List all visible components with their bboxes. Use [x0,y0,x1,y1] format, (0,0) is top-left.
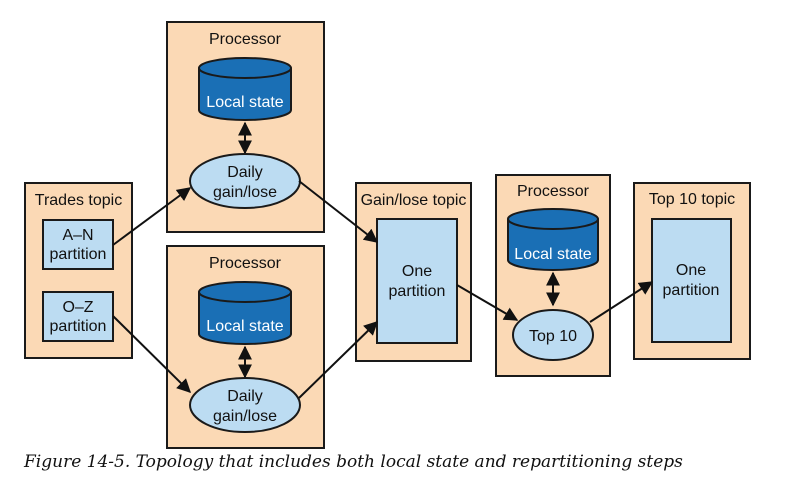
partition-a-n [42,219,114,270]
processor-top10-panel: Processor Local state Top 10 [495,174,611,377]
top10-one-partition [651,218,732,343]
local-state-bottom-cylinder [198,281,292,345]
partition-a-n-label: A–N [62,227,93,244]
top10-partition-sublabel: partition [663,282,720,299]
daily-gain-lose-bottom-sublabel: gain/lose [213,408,277,425]
local-state-top10-label: Local state [514,246,591,263]
arrow-top10-to-top10-topic [589,281,654,323]
trades-topic-panel: Trades topic A–N partition O–Z partition [24,182,133,359]
processor-top-title: Processor [209,31,282,48]
top10-topic-panel: Top 10 topic One partition [633,182,751,360]
arrow-an-to-daily-top [112,187,192,246]
processor-top-panel: Processor Local state Daily gain/lose [166,21,325,233]
arrow-oz-to-daily-bottom [112,315,191,393]
top10-topic-title: Top 10 topic [649,191,735,208]
daily-gain-lose-top-label: Daily [227,164,263,181]
gain-lose-topic-title: Gain/lose topic [361,192,467,209]
daily-gain-lose-bottom-node [189,377,301,433]
figure-caption: Figure 14-5. Topology that includes both… [24,452,683,472]
top10-node-label: Top 10 [529,328,577,345]
local-state-bottom-label: Local state [206,318,283,335]
local-state-top-label: Local state [206,94,283,111]
arrow-gain-lose-to-top10 [456,284,519,321]
processor-bottom-panel: Processor Local state Daily gain/lose [166,245,325,449]
top10-node [512,309,594,361]
arrow-daily-top-to-gain-lose [298,180,379,243]
trades-topic-title: Trades topic [35,192,122,209]
processor-bottom-title: Processor [209,255,282,272]
gain-lose-topic-panel: Gain/lose topic One partition [355,182,472,362]
arrow-daily-bottom-to-gain-lose [298,321,379,399]
gain-lose-partition-label: One [402,263,432,280]
top10-partition-label: One [676,262,706,279]
partition-o-z-sublabel: partition [50,318,107,335]
partition-a-n-sublabel: partition [50,246,107,263]
local-state-top10-cylinder [507,208,599,271]
local-state-top-cylinder [198,57,292,121]
partition-o-z [42,291,114,342]
gain-lose-one-partition [376,218,458,344]
partition-o-z-label: O–Z [62,299,93,316]
gain-lose-partition-sublabel: partition [389,283,446,300]
daily-gain-lose-top-sublabel: gain/lose [213,184,277,201]
daily-gain-lose-bottom-label: Daily [227,388,263,405]
processor-top10-title: Processor [517,183,590,200]
